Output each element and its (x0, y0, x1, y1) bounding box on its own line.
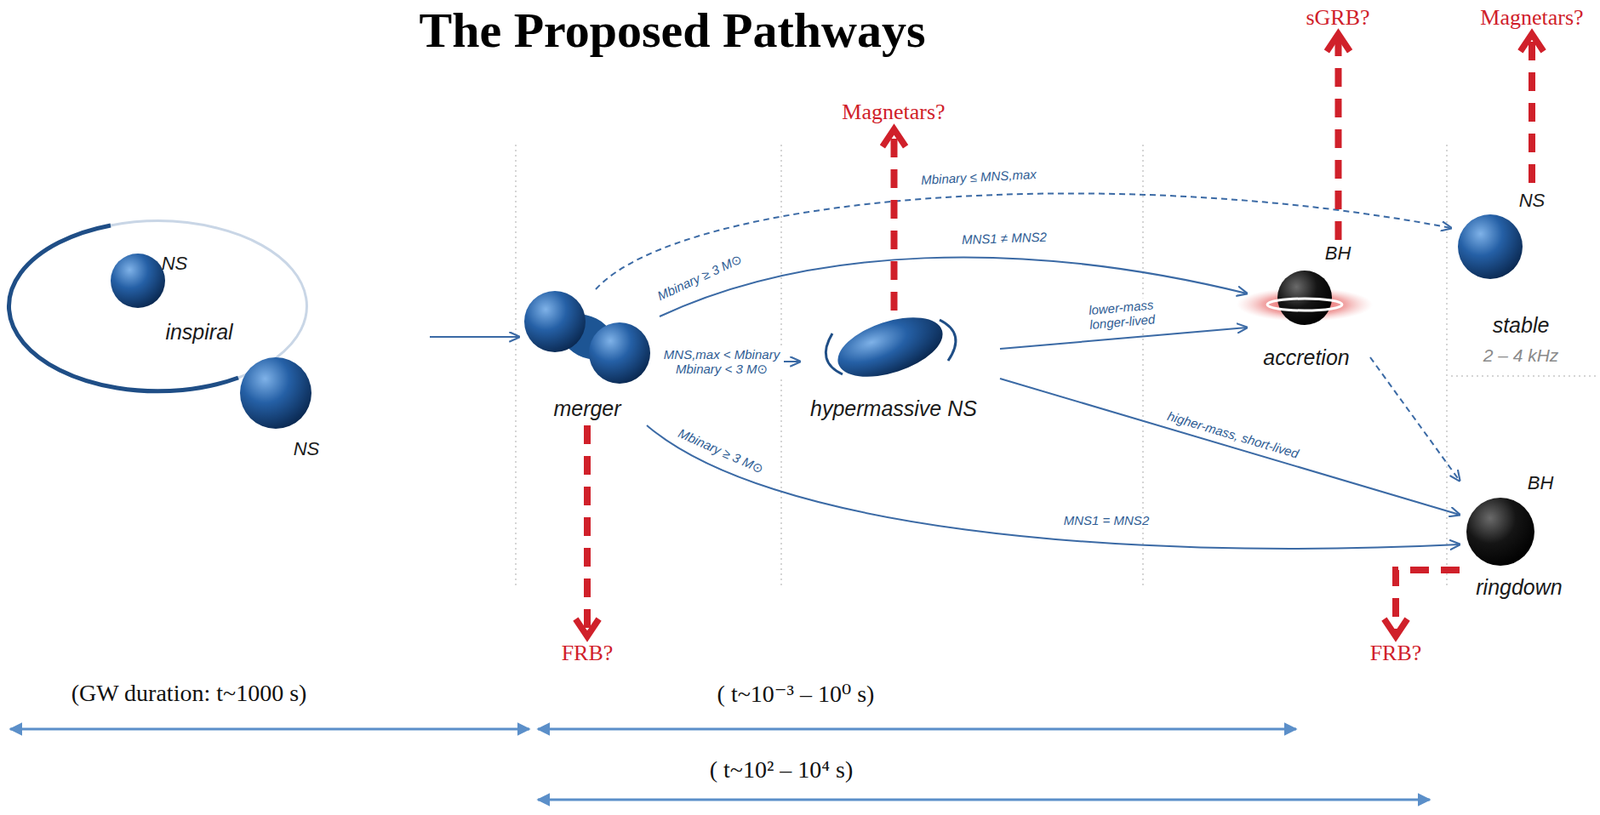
merger-stage: merger (519, 289, 660, 426)
condition-label: MNS1 ≠ MNS2 (959, 229, 1050, 248)
emission-arrow (1395, 570, 1460, 637)
ringdown-stage: BH ringdown (1459, 463, 1592, 605)
frb-callout: FRB? (554, 636, 620, 671)
hypermassive-stage: hypermassive NS (800, 310, 1000, 426)
node-label: NS (1519, 189, 1546, 212)
edge-label: Mbinary ≤ MNS,max (918, 166, 1040, 189)
sgrb-callout: sGRB? (1302, 1, 1375, 35)
inspiral-stage: NSinspiralNS (8, 212, 430, 469)
stable-neutron-star (1457, 214, 1523, 280)
node-label: 2 – 4 kHz (1483, 345, 1560, 366)
node-label: stable (1492, 313, 1550, 338)
node-label: BH (1527, 472, 1555, 494)
node-label: FRB? (1370, 640, 1423, 667)
node-label: hypermassive NS (810, 396, 978, 422)
timescale-label: (GW duration: t~1000 s) (71, 680, 308, 708)
emission-arrow (891, 129, 898, 311)
hypermassive-star (825, 306, 956, 389)
pathway-arrow (1370, 357, 1460, 481)
pathway-arrow (1000, 378, 1460, 515)
edge-label: MNS,max < Mbinary Mbinary < 3 M⊙ (659, 347, 784, 378)
stable-stage: NS stable 2 – 4 kHz (1451, 182, 1592, 375)
neutron-star (240, 357, 312, 429)
magnetar-callout: Magnetars? (1472, 1, 1592, 35)
node-label: inspiral (165, 320, 233, 345)
node-label: accretion (1262, 345, 1349, 371)
accreting-black-hole (1236, 270, 1373, 326)
separator-lines (515, 144, 1596, 588)
edge-label: lower-mass longer-lived (1071, 296, 1173, 334)
timescale-label: ( t~10² – 10⁴ s) (709, 756, 854, 784)
node-label: FRB? (561, 640, 614, 667)
pathway-arrow (1000, 327, 1247, 349)
node-label: BH (1325, 242, 1352, 264)
node-label: NS (161, 252, 189, 275)
timescale-arrows (10, 729, 1430, 800)
node-label: Magnetars? (841, 99, 945, 126)
timescale-label: ( t~10⁻³ – 10⁰ s) (717, 680, 875, 709)
node-label: ringdown (1475, 575, 1562, 600)
node-label: merger (553, 396, 621, 422)
node-label: sGRB? (1305, 5, 1370, 31)
pathway-arrow (429, 336, 520, 338)
pathway-arrow (646, 425, 1460, 549)
node-label: NS (293, 438, 320, 460)
condition-label: MNS1 = MNS2 (1061, 513, 1152, 528)
node-label: Magnetars? (1480, 5, 1583, 31)
magnetar-callout: Magnetars? (832, 95, 956, 130)
emission-arrow (583, 425, 591, 637)
merger-stars (524, 291, 651, 384)
pathway-arrow (595, 193, 1452, 290)
title: The Proposed Pathways (418, 1, 926, 59)
black-hole (1466, 497, 1535, 566)
accretion-stage: BH accretion (1246, 240, 1371, 375)
emission-arrow (1528, 34, 1536, 183)
emission-arrow (1335, 34, 1343, 240)
neutron-star (110, 253, 166, 309)
frb-callout: FRB? (1361, 636, 1430, 671)
edge-label: Mbinary ≥ 3 M⊙ (652, 250, 747, 305)
edge-label: higher-mass, short-lived (1163, 407, 1303, 463)
